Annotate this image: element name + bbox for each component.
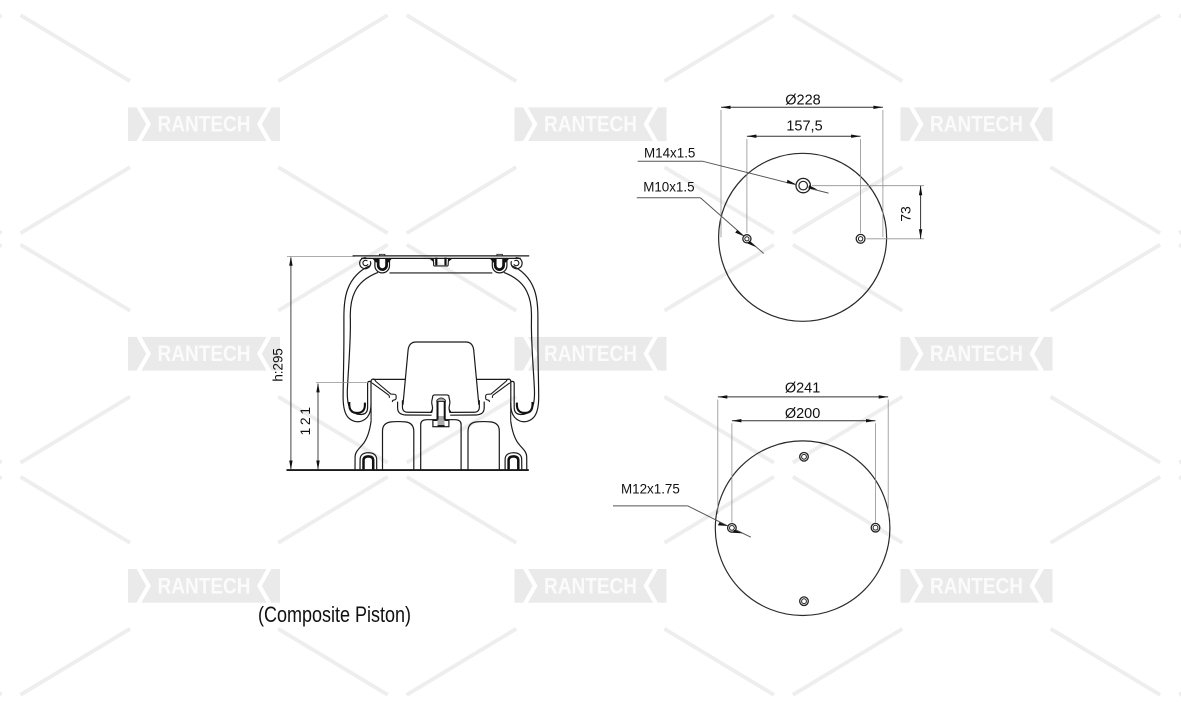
svg-text:73: 73 <box>897 206 913 222</box>
svg-text:121: 121 <box>297 404 313 435</box>
svg-text:M12x1.75: M12x1.75 <box>621 481 680 496</box>
svg-text:M14x1.5: M14x1.5 <box>644 146 695 161</box>
svg-text:(Composite Piston): (Composite Piston) <box>258 602 411 627</box>
svg-text:Ø228: Ø228 <box>785 93 820 109</box>
svg-text:Ø200: Ø200 <box>785 406 820 422</box>
svg-text:Ø241: Ø241 <box>785 381 820 397</box>
svg-text:h:295: h:295 <box>271 348 286 382</box>
svg-text:157,5: 157,5 <box>786 119 822 135</box>
svg-text:M10x1.5: M10x1.5 <box>643 179 694 194</box>
